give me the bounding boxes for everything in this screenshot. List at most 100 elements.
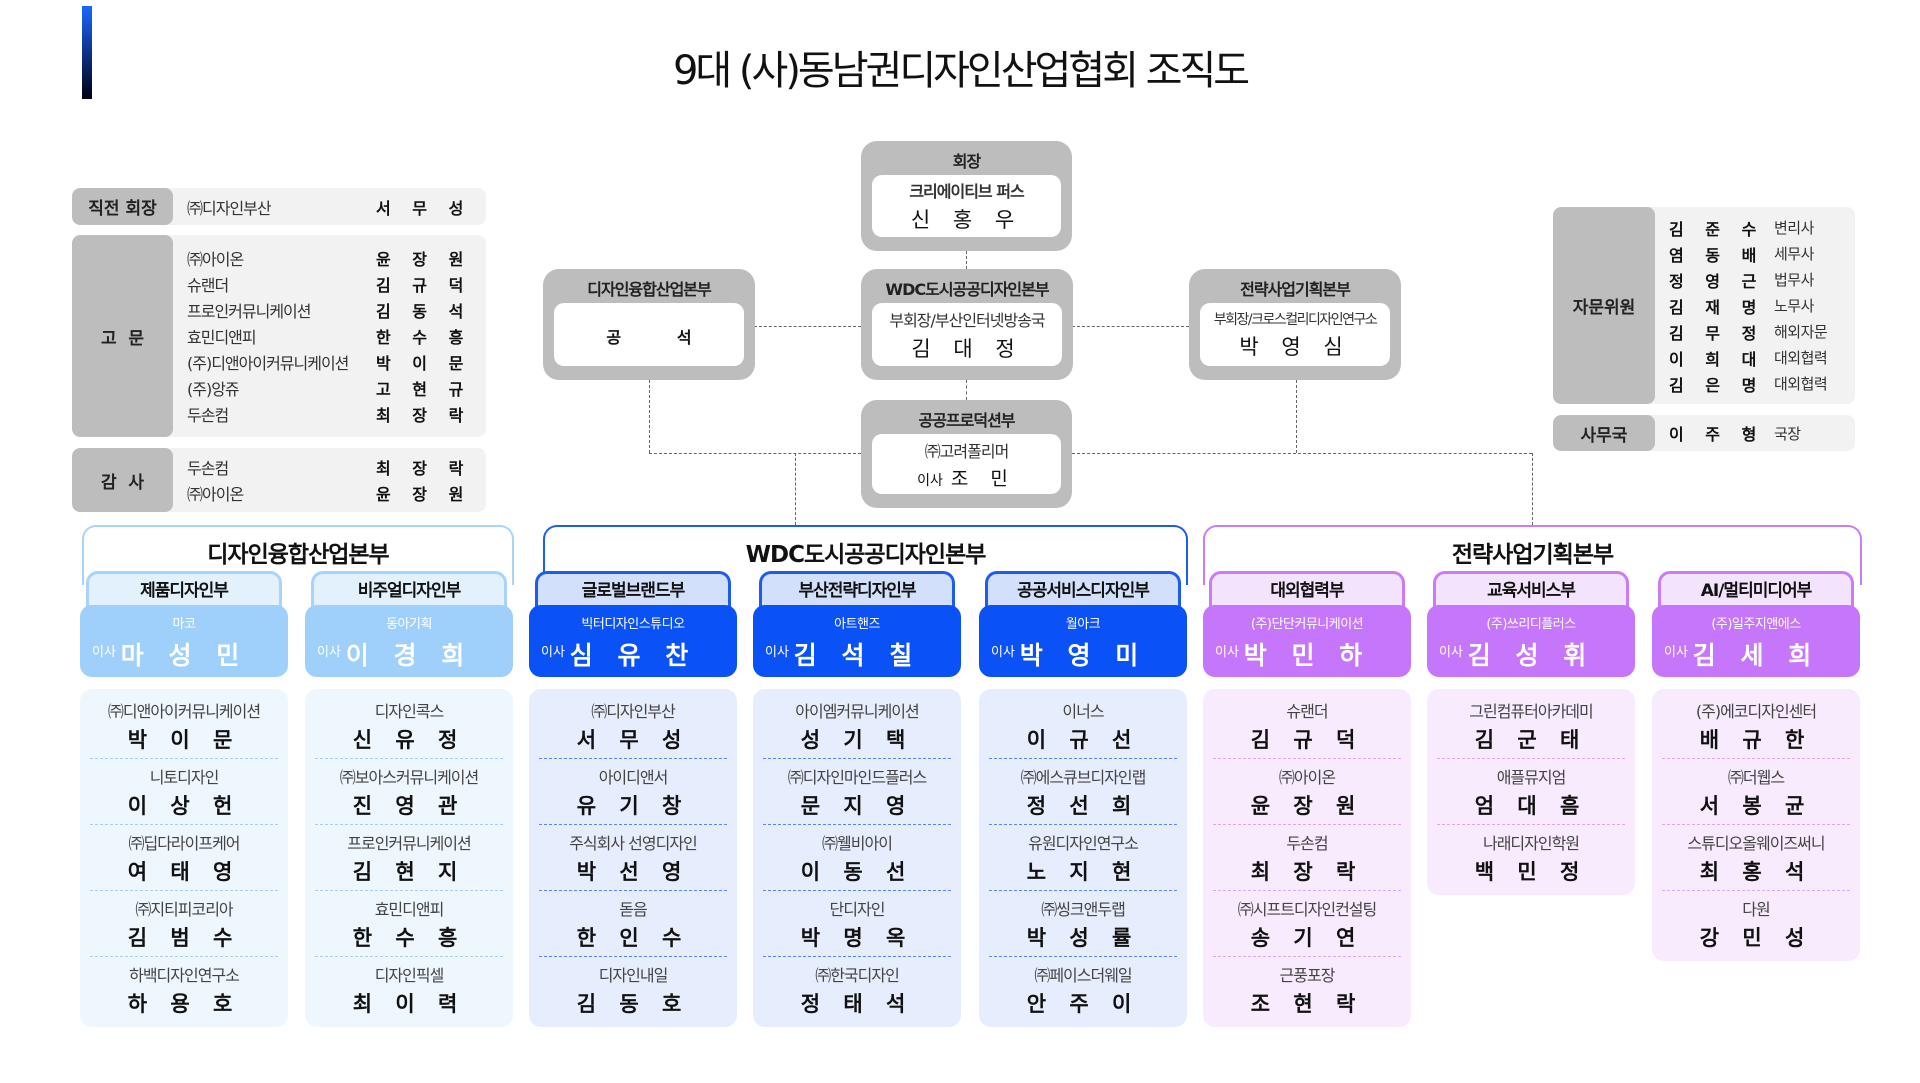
- member-org: 하백디자인연구소: [129, 966, 240, 985]
- member-org: 단디자인: [829, 899, 886, 919]
- name: 서 무 성: [376, 198, 472, 218]
- director-org: (주)일주지앤에스: [1711, 617, 1801, 632]
- org: ㈜고려폴리머: [924, 441, 1010, 461]
- member-org: 나래디자인학원: [1482, 834, 1580, 853]
- table-row: (주)앙쥬 고 현 규: [187, 375, 472, 401]
- connector: [1532, 453, 1533, 525]
- director-org: 동아기획: [386, 617, 432, 632]
- name: 이 희 대: [1669, 349, 1765, 369]
- member-org: 근풍포장: [1279, 966, 1336, 985]
- member-name: 이 상 헌: [127, 793, 241, 818]
- department-tab: 비주얼디자인부: [311, 571, 507, 611]
- org: ㈜아이온: [187, 250, 244, 269]
- department-tab: 글로벌브랜드부: [535, 571, 731, 611]
- member-name: 최 이 력: [352, 992, 466, 1016]
- name: 정 영 근: [1669, 271, 1765, 291]
- member-org: ㈜보아스커뮤니케이션: [339, 767, 479, 787]
- member-name: 안 주 이: [1026, 992, 1140, 1016]
- director-name: 김 성 휘: [1467, 641, 1595, 670]
- name: 고 현 규: [376, 380, 472, 399]
- name: 염 동 배: [1669, 245, 1765, 265]
- director-role: 이사: [765, 645, 789, 660]
- role: 변리사: [1774, 219, 1814, 237]
- member-org: (주)에코디자인센터: [1695, 701, 1817, 721]
- member-name: 최 장 락: [1250, 859, 1364, 884]
- director-role: 이사: [1439, 645, 1463, 660]
- director-role: 이사: [317, 645, 341, 660]
- member-org: 디자인내일: [598, 966, 669, 985]
- member-name: 송 기 연: [1250, 925, 1364, 950]
- role: 해외자문: [1774, 323, 1828, 341]
- org: (주)디앤아이커뮤니케이션: [187, 354, 349, 373]
- name: 김 은 명: [1669, 375, 1765, 395]
- member-org: 아이엠커뮤니케이션: [795, 701, 919, 721]
- member-org: 디자인픽셀: [374, 966, 445, 985]
- name: 박 영 심: [1239, 334, 1351, 359]
- name: 박 이 문: [376, 354, 472, 373]
- page-title: 9대 (사)동남권디자인산업협회 조직도: [672, 48, 1250, 94]
- member-org: ㈜딥다라이프케어: [128, 833, 240, 853]
- member-name: 문 지 영: [800, 793, 914, 818]
- name: 윤 장 원: [376, 250, 472, 269]
- member-name: 김 범 수: [127, 925, 241, 950]
- member-name: 이 동 선: [800, 859, 914, 884]
- director-name: 심 유 찬: [569, 641, 697, 670]
- director-role: 이사: [541, 645, 565, 660]
- member-name: 한 수 흥: [352, 925, 466, 950]
- member-name: 최 홍 석: [1699, 859, 1813, 884]
- member-name: 하 용 호: [127, 992, 241, 1016]
- org: ㈜디자인부산: [187, 198, 272, 218]
- org: 부회장/크로스컬리디자인연구소: [1213, 311, 1378, 328]
- org: (주)앙쥬: [187, 380, 240, 399]
- connector: [966, 380, 967, 400]
- member-name: 서 무 성: [576, 727, 690, 752]
- secretariat-label: 사무국: [1553, 415, 1655, 451]
- member-org: ㈜더웹스: [1727, 767, 1785, 787]
- connector: [1296, 380, 1297, 453]
- org: 크리에이티브 퍼스: [909, 182, 1024, 201]
- member-name: 조 현 락: [1250, 992, 1364, 1016]
- name: 윤 장 원: [376, 485, 472, 504]
- department-tab: 부산전략디자인부: [759, 571, 955, 611]
- director-name: 김 세 희: [1692, 641, 1820, 670]
- member-name: 김 규 덕: [1250, 727, 1364, 752]
